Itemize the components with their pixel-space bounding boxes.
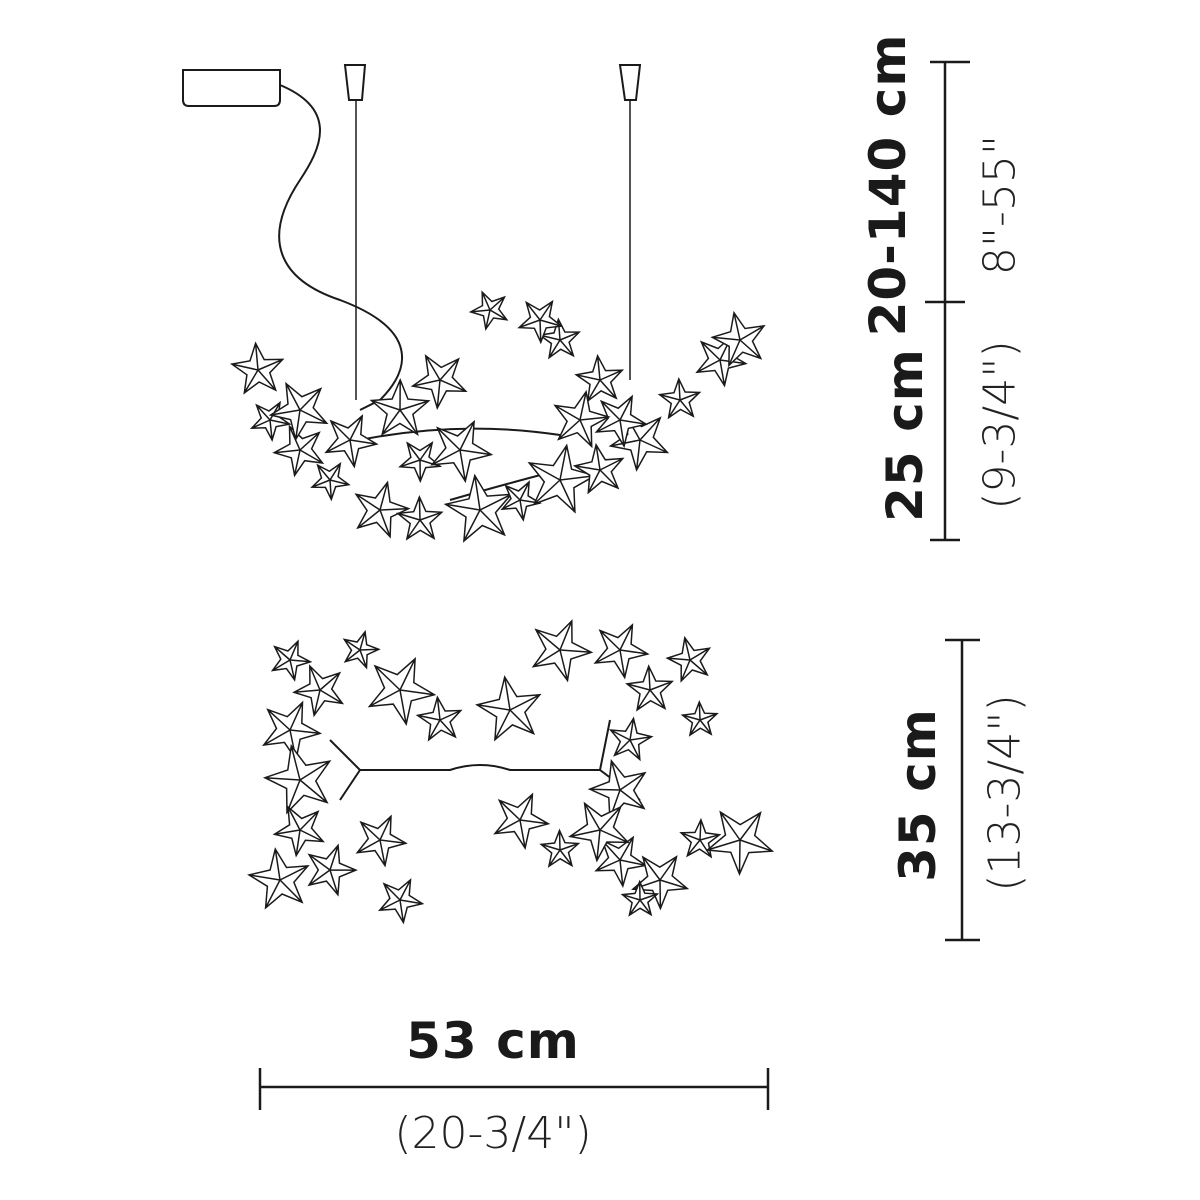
ivy-leaves-side [229, 290, 766, 543]
suspension-cap-right [618, 64, 642, 101]
leaf [594, 394, 649, 449]
suspension-length-cm: 20-140 cm [859, 33, 917, 337]
leaf [369, 377, 431, 436]
leaf [574, 353, 625, 403]
suspension-cap-left [343, 64, 367, 101]
leaf [594, 835, 648, 889]
width-cm: 53 cm [406, 1012, 580, 1070]
leaf [249, 400, 292, 442]
leaf [608, 716, 654, 762]
leaf [468, 290, 509, 331]
top-view [247, 619, 775, 925]
leaf [310, 461, 351, 502]
depth-in: (13-3/4") [979, 694, 1031, 892]
height-in: (9-3/4") [974, 340, 1026, 510]
leaf [500, 480, 542, 522]
leaf [377, 878, 425, 925]
leaf [415, 695, 463, 742]
leaf [620, 879, 660, 917]
leaf [695, 334, 748, 388]
canopy [182, 69, 281, 107]
leaf [270, 639, 313, 682]
leaf [229, 341, 285, 395]
leaf [272, 805, 325, 858]
frame-top [329, 719, 641, 801]
leaf [665, 635, 712, 683]
leaf [539, 828, 581, 868]
leaf [553, 389, 611, 449]
leaf [430, 419, 494, 484]
leaf [572, 442, 625, 495]
leaf [593, 623, 650, 680]
leaf [679, 817, 722, 859]
power-cable [278, 84, 404, 411]
leaf [631, 855, 690, 911]
leaf [527, 443, 597, 514]
leaf [443, 473, 513, 543]
leaf [355, 814, 408, 868]
dimension-lines [258, 60, 980, 1110]
leaf [324, 414, 379, 469]
leaf [517, 299, 564, 345]
leaf [657, 377, 702, 420]
leaf [705, 810, 775, 877]
side-view [182, 64, 766, 543]
leaf [268, 381, 329, 442]
leaf [342, 629, 381, 670]
depth-cm: 35 cm [889, 708, 947, 882]
leaf [493, 792, 551, 851]
leaf [537, 317, 581, 360]
leaf [410, 354, 468, 410]
suspension-length-in: 8"-55" [974, 134, 1026, 276]
leaf [367, 657, 437, 727]
leaf [625, 664, 675, 712]
leaf [261, 700, 323, 762]
leaf [475, 675, 542, 742]
leaf [395, 494, 444, 541]
leaf [292, 664, 345, 718]
leaf [568, 801, 630, 863]
leaf [710, 310, 766, 368]
leaf [680, 699, 719, 737]
leaf [531, 619, 594, 683]
leaf [587, 759, 647, 821]
leaf [247, 847, 310, 910]
leaf [307, 843, 358, 897]
leaf [354, 480, 411, 539]
width-in: (20-3/4") [394, 1108, 592, 1159]
height-cm: 25 cm [876, 348, 934, 522]
leaf [398, 441, 443, 484]
leaf [262, 744, 332, 815]
ivy-leaves-top [247, 619, 775, 925]
